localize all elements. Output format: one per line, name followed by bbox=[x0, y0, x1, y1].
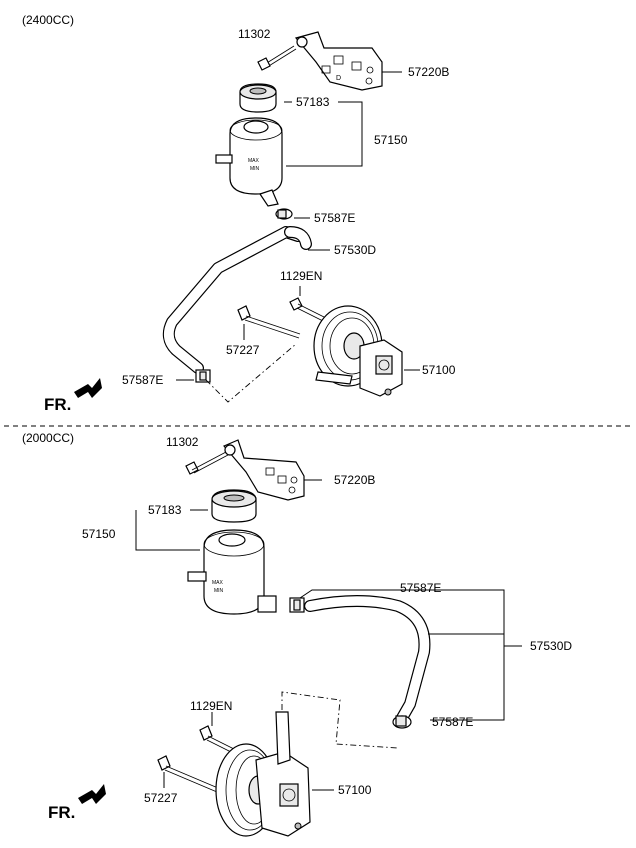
label-bolt-57227: 57227 bbox=[144, 791, 178, 805]
svg-text:MIN: MIN bbox=[214, 588, 224, 594]
clamp-upper-drawing bbox=[275, 208, 293, 220]
label-reservoir: 57150 bbox=[374, 133, 408, 147]
cap-icon bbox=[211, 489, 257, 523]
label-clamp-lower: 57587E bbox=[122, 373, 163, 387]
clamp-lower-drawing bbox=[195, 369, 211, 383]
section-2400cc: (2400CC) 11302 D 57220B 57183 bbox=[22, 13, 456, 414]
label-clamp-upper: 57587E bbox=[400, 581, 441, 595]
bolt-11302-drawing bbox=[185, 451, 229, 475]
label-pump: 57100 bbox=[422, 363, 456, 377]
connector-line bbox=[281, 691, 399, 749]
label-hose: 57530D bbox=[334, 243, 376, 257]
pump-icon bbox=[215, 711, 311, 837]
clamp-lower-drawing bbox=[392, 715, 412, 729]
svg-text:MIN: MIN bbox=[250, 166, 260, 172]
hose-57530d-drawing bbox=[304, 595, 431, 724]
label-bolt: 11302 bbox=[166, 435, 199, 449]
label-clamp-upper: 57587E bbox=[314, 211, 355, 225]
reservoir-57150-drawing: MAX MIN bbox=[187, 529, 277, 615]
arrow-icon bbox=[74, 378, 102, 398]
fr-label: FR. bbox=[48, 803, 75, 822]
label-clamp-lower: 57587E bbox=[432, 715, 473, 729]
label-hose: 57530D bbox=[530, 639, 572, 653]
clamp-upper-drawing bbox=[289, 597, 305, 613]
variant-label: (2400CC) bbox=[22, 13, 74, 27]
label-cap: 57183 bbox=[148, 503, 182, 517]
label-bracket: 57220B bbox=[334, 473, 375, 487]
label-bracket: 57220B bbox=[408, 65, 449, 79]
fr-label: FR. bbox=[44, 395, 71, 414]
label-cap: 57183 bbox=[296, 95, 330, 109]
label-bolt: 11302 bbox=[238, 27, 271, 41]
label-reservoir: 57150 bbox=[82, 527, 116, 541]
svg-text:D: D bbox=[336, 75, 341, 82]
bolt-57227-drawing bbox=[157, 755, 219, 793]
variant-label: (2000CC) bbox=[22, 431, 74, 445]
svg-text:MAX: MAX bbox=[248, 158, 260, 164]
cap-icon bbox=[239, 83, 277, 113]
section-2000cc: (2000CC) 11302 57220B 57183 bbox=[22, 431, 572, 837]
pump-icon bbox=[313, 305, 403, 397]
label-bolt-57227: 57227 bbox=[226, 343, 260, 357]
bolt-57227-drawing bbox=[237, 305, 301, 339]
label-bolt-1129en: 1129EN bbox=[280, 269, 322, 283]
bracket-57220b-drawing bbox=[223, 439, 305, 501]
label-bolt-1129en: 1129EN bbox=[190, 699, 232, 713]
hose-57530d-drawing bbox=[162, 226, 312, 374]
reservoir-57150-drawing: MAX MIN bbox=[215, 117, 283, 207]
arrow-icon bbox=[78, 784, 106, 804]
connector-line bbox=[205, 343, 297, 403]
svg-text:MAX: MAX bbox=[212, 580, 224, 586]
bolt-11302-drawing bbox=[257, 45, 297, 71]
bracket-57220b-drawing: D bbox=[294, 31, 383, 91]
label-pump: 57100 bbox=[338, 783, 372, 797]
